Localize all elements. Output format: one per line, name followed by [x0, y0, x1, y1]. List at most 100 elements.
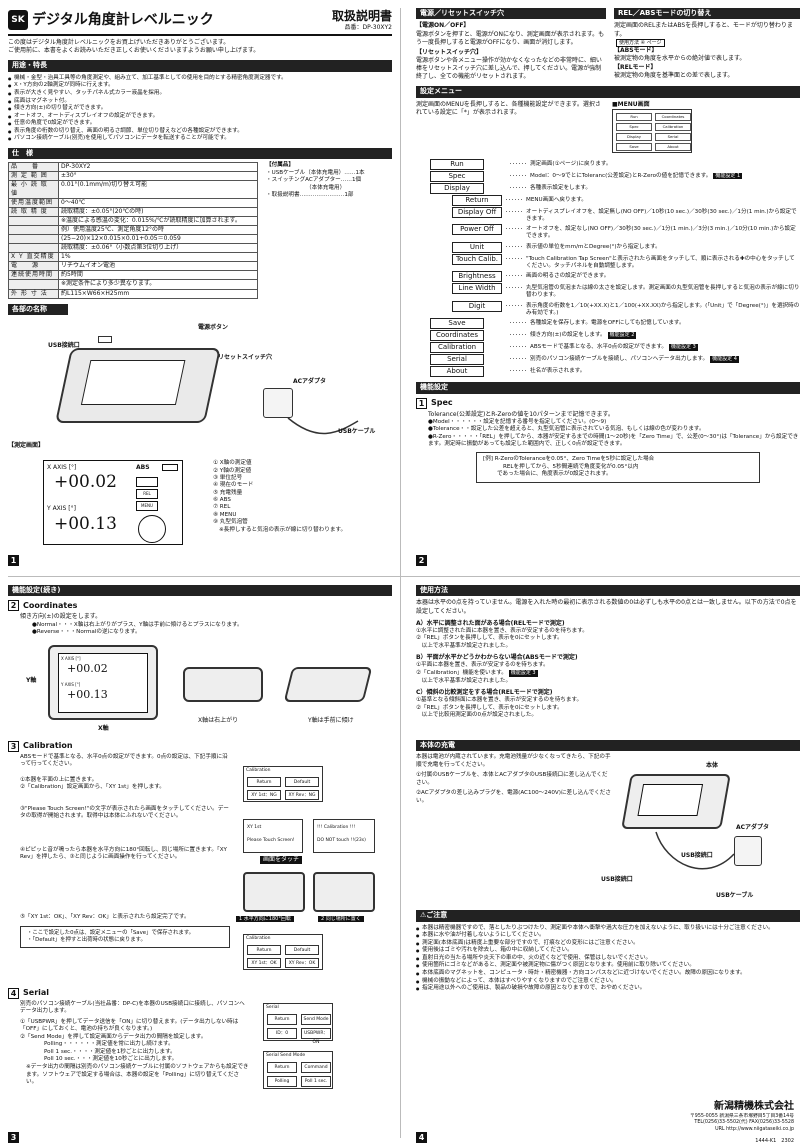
usb-port-label: USB接続口	[48, 342, 80, 350]
menu-thumb-cell: Run	[616, 112, 652, 121]
return-button[interactable]: Return	[267, 1061, 297, 1073]
menu-unit-button[interactable]: Unit	[452, 241, 502, 253]
menu-thumb-cell: About	[655, 142, 691, 151]
xy-1st-button[interactable]: XY 1st：NG	[247, 789, 281, 800]
page-4: 使用方法 本器は水平の0点を持っていません。電源を入れた時の最初に表示される数値…	[416, 585, 800, 1145]
xy-rev-button[interactable]: XY Rev：NG	[285, 789, 319, 800]
product-title: デジタル角度計レベルニック	[32, 11, 214, 28]
menu-display-off-button[interactable]: Display Off	[452, 206, 502, 218]
note-line: ・「Default」を押すと出荷時の状態に戻ります。	[27, 936, 146, 943]
menu-run-button[interactable]: Run	[430, 158, 484, 170]
command-button[interactable]: Command	[301, 1061, 331, 1073]
device-screen	[80, 360, 186, 406]
send-mode-button[interactable]: Send Mode	[301, 1013, 331, 1025]
menu-thumb-cell: Serial	[655, 132, 691, 141]
menu-description: 表示角度の桁数を1／10(+XX.X)と1／100(+XX.XX)から指定します…	[526, 301, 800, 318]
rel-text: 被測定物の角度を基準面との差で表します。	[614, 71, 734, 79]
menu-calibration-button[interactable]: Calibration	[430, 342, 484, 354]
menu-save-button[interactable]: Save	[430, 318, 484, 330]
spec-value: 読取精度：±0.06°（小数点第3位切り上げ）	[58, 243, 258, 254]
serial-mode: Poll 1 sec.・・・・測定値を1秒ごとに出力します。	[44, 1048, 176, 1055]
polling-button[interactable]: Polling	[267, 1075, 297, 1087]
power-on-heading: 【電源ON／OFF】	[416, 22, 470, 30]
menu-power-off-button[interactable]: Power Off	[452, 224, 502, 236]
spec-subheading: 1 Spec	[416, 397, 800, 409]
id-button[interactable]: ID：0	[267, 1027, 297, 1039]
menu-touch-calib-button[interactable]: Touch Calib.	[452, 253, 502, 265]
leader-dots: ･･････	[509, 320, 528, 328]
menu-description-text: Model：0～9でとにToleranc(公差設定)とR-Zeroの値を記憶でき…	[530, 172, 712, 179]
table-row: 連続使用時間約5時間	[8, 270, 258, 281]
menu-description: ABSモードで基準となる、水平0点の設定ができます。機能設定 3	[530, 342, 698, 351]
menu-description-text: "Touch Calibration Tap Screen"と表示されたら画面を…	[526, 255, 795, 269]
function-tag: 機能設定 3	[508, 670, 538, 677]
menu-description: 丸型気泡管の気泡または線の太さを設定します。測定画面の丸型気泡管を長押しすると気…	[526, 283, 800, 300]
xy-rev-ok[interactable]: XY Rev：OK	[285, 957, 319, 968]
menu-row: Spec･･････Model：0～9でとにToleranc(公差設定)とR-Z…	[416, 170, 800, 182]
spec-value: 例）使用温度25℃、測定角度12°の時	[58, 224, 258, 236]
default-button[interactable]: Default	[285, 776, 319, 787]
menu-row: Display Off･･････オートディスプレイオフを、設定無し(NO OF…	[416, 206, 800, 224]
abs-button[interactable]	[136, 477, 158, 488]
return-button[interactable]: Return	[247, 944, 281, 955]
company-address: 〒955-0055 新潟県三条市塚野目5丁目3番14号	[690, 1113, 794, 1119]
calibration-subheading: 3 Calibration	[8, 740, 392, 752]
default-button[interactable]: Default	[285, 944, 319, 955]
poll-1sec-button[interactable]: Poll 1 sec.	[301, 1075, 331, 1087]
abs-text: 被測定物の角度を水平からの絶対値で表します。	[614, 55, 746, 63]
progress-line: !!! Calibration !!!	[317, 824, 356, 830]
menu-description-text: 丸型気泡管の気泡または線の太さを設定します。測定画面の丸型気泡管を長押しすると気…	[526, 285, 800, 299]
menu-display-button[interactable]: Display	[430, 182, 484, 194]
xy-1st-ok[interactable]: XY 1st：OK	[247, 957, 281, 968]
menu-button[interactable]: MENU	[136, 501, 158, 512]
device-screen	[637, 784, 704, 817]
menu-coordinates-button[interactable]: Coordinates	[430, 330, 484, 342]
y-tilt-caption: Y軸は手前に傾け	[308, 716, 354, 724]
return-button[interactable]: Return	[267, 1013, 297, 1025]
menu-description: オートディスプレイオフを、設定無し(NO OFF)／10秒(10 sec.)／3…	[526, 207, 800, 224]
screen-title: Calibration	[246, 935, 271, 941]
page-number: 2	[416, 555, 427, 566]
menu-description-text: MENU画面へ戻ります。	[526, 196, 587, 203]
company-url[interactable]: URL http://www.niigataseiki.co.jp	[715, 1126, 794, 1132]
power-button-label: 電源ボタン	[198, 324, 229, 332]
spec-value: ※温度による感温の変化：0.015%/℃が読取精度に加算されます。	[58, 215, 258, 226]
spec-items: ●Model・・・・・・設定を記憶する番号を指定してください。(0～9) ●To…	[416, 419, 800, 449]
step: ②「REL」ボタンを長押しして、表示を0にセットします。	[416, 704, 563, 711]
usbpwr-button[interactable]: USBPWR：ON	[301, 1027, 331, 1045]
menu-about-button[interactable]: About	[430, 366, 484, 378]
y-axis-caption: Y軸	[26, 676, 37, 684]
charge-section: 本器は電池が内蔵されています。充電池残量が少なくなってきたら、下記の手順で充電を…	[416, 754, 800, 904]
list-item: 任意の角度で0設定ができます。	[8, 120, 392, 128]
example-line: [例] R-ZeroのToleranceを0.05°、Zero Timeを5秒に…	[483, 456, 655, 462]
list-item: 本器に水や油が付着しないようにしてください。	[416, 932, 800, 940]
menu-brightness-button[interactable]: Brightness	[452, 271, 502, 283]
spec-key	[8, 279, 59, 290]
x-axis-caption: X軸	[98, 724, 109, 732]
list-item: 機械の振動などによって、本体はすべりやすくなりますのでご注意ください。	[416, 978, 800, 986]
measure-screen: X AXIS [°] +00.02 Y AXIS [°] +00.13 ABS …	[43, 460, 183, 546]
callout: ⑨ 丸型気泡管	[213, 519, 248, 526]
menu-row: Line Width･･････丸型気泡管の気泡または線の太さを設定します。測定…	[416, 283, 800, 300]
screen-title: Serial Send Mode	[266, 1052, 306, 1058]
list-item: オートオフ、オートディスプレイオフの設定ができます。	[8, 113, 392, 121]
usage-method-heading: 使用方法	[416, 585, 800, 597]
vertical-divider	[400, 8, 401, 1138]
menu-return-button[interactable]: Return	[452, 194, 502, 206]
menu-line-width-button[interactable]: Line Width	[452, 283, 502, 295]
menu-description-text: 表示角度の桁数を1／10(+XX.X)と1／100(+XX.XX)から指定します…	[526, 302, 800, 317]
intro-line: この度はデジタル角度計レベルニックをお買上げいただきありがとうございます。	[8, 39, 230, 47]
menu-spec-button[interactable]: Spec	[430, 170, 484, 182]
step: ①基準となる傾斜面に本器を置き、表示が安定するのを待ちます。	[416, 697, 583, 704]
return-button[interactable]: Return	[247, 776, 281, 787]
case-a-steps: ①水平に調整された面に本器を置き、表示が安定するのを待ちます。 ②「REL」ボタ…	[416, 628, 800, 651]
menu-serial-button[interactable]: Serial	[430, 354, 484, 366]
rel-button[interactable]: REL	[136, 489, 158, 500]
spec-key	[8, 234, 59, 245]
bubble-level-icon[interactable]	[138, 515, 166, 544]
menu-row: Run･･････測定画面(①ページ)に戻ります。	[416, 158, 800, 170]
table-row: 読取精度：±0.06°（小数点第3位切り上げ）	[8, 243, 258, 254]
usage-list: 機械・金型・治具工具等の角度測定や、組み立て、加工基準としての使用を目的とする精…	[8, 75, 392, 143]
menu-digit-button[interactable]: Digit	[452, 300, 502, 312]
